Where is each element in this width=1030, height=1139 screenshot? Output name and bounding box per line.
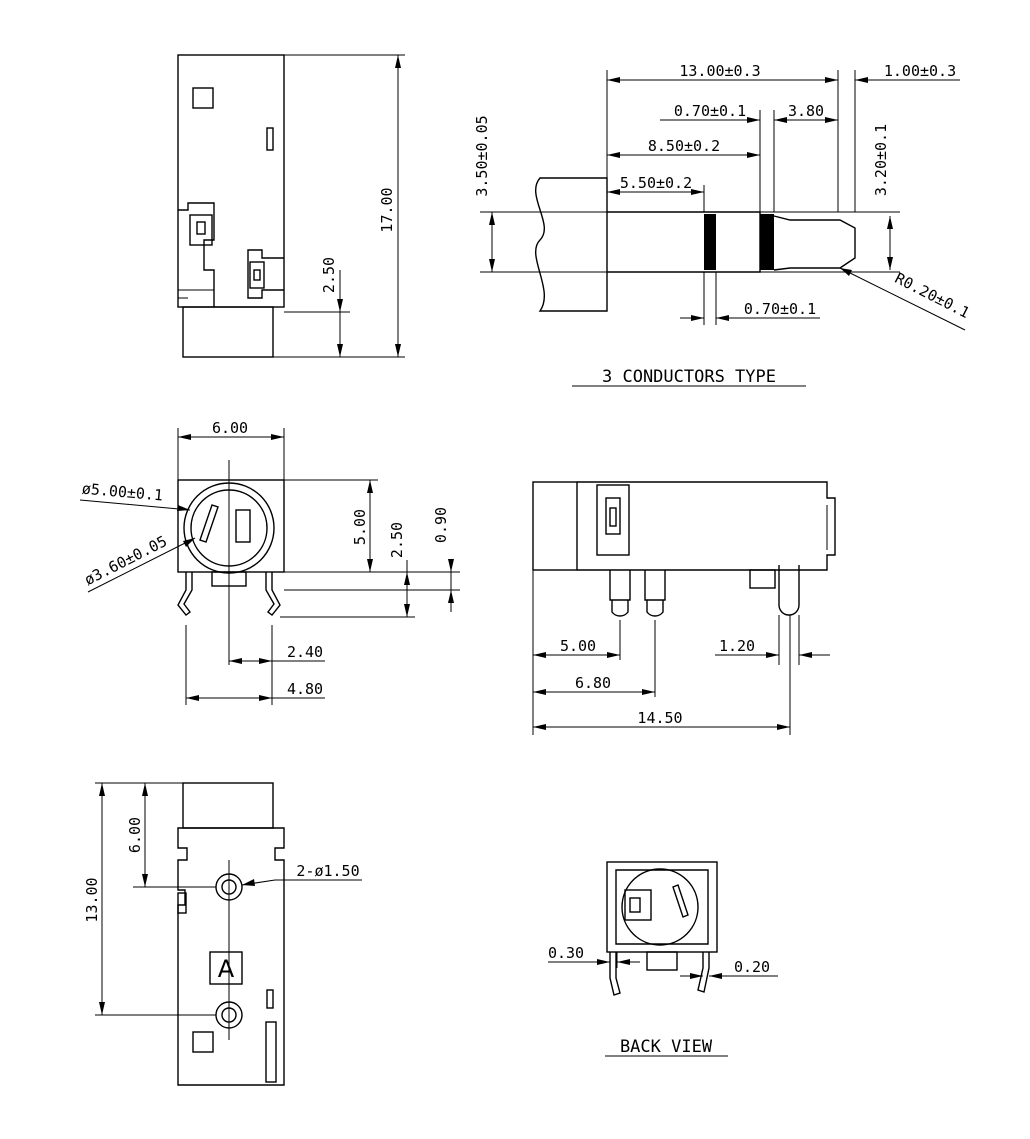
front-pin1-label: 2.40 xyxy=(287,643,323,661)
plug-view: 13.00±0.3 1.00±0.3 0.70±0.1 3.80 8.50±0.… xyxy=(473,62,973,387)
back-left-label: 0.30 xyxy=(548,944,584,962)
bottom-view: A 13.00 6.00 2-ø1.50 xyxy=(83,782,362,1086)
plug-tip-section-label: 3.80 xyxy=(788,102,824,120)
front-inner-dia-label: ø3.60±0.05 xyxy=(81,532,170,589)
front-view: 6.00 ø5.00±0.1 ø3.60±0.05 5.00 2.50 0.90… xyxy=(79,419,460,705)
plug-total-label: 13.00±0.3 xyxy=(679,62,760,80)
front-height-label: 5.00 xyxy=(351,509,369,545)
bottom-hole-pos-label: 6.00 xyxy=(126,817,144,853)
bottom-mark: A xyxy=(218,955,235,983)
lat-pin-width-label: 1.20 xyxy=(719,637,755,655)
side-pin-offset-label: 2.50 xyxy=(320,257,338,293)
plug-caption: 3 CONDUCTORS TYPE xyxy=(602,367,776,387)
front-pin2-label: 4.80 xyxy=(287,680,323,698)
side-view: 17.00 2.50 xyxy=(177,54,405,358)
back-caption: BACK VIEW xyxy=(620,1037,713,1057)
front-width-label: 6.00 xyxy=(212,419,248,437)
plug-tip-dia-label: 3.20±0.1 xyxy=(872,124,890,196)
back-view: 0.30 0.20 BACK VIEW xyxy=(548,861,778,1057)
plug-ring-gap-label: 0.70±0.1 xyxy=(674,102,746,120)
lat-length-label: 14.50 xyxy=(637,709,682,727)
plug-ring-width-label: 0.70±0.1 xyxy=(744,300,816,318)
plug-tip-len-label: 1.00±0.3 xyxy=(884,62,956,80)
plug-first-label: 5.50±0.2 xyxy=(620,174,692,192)
front-small-label: 0.90 xyxy=(432,507,450,543)
bottom-length-label: 13.00 xyxy=(83,877,101,922)
lateral-view: 5.00 6.80 1.20 14.50 xyxy=(532,481,836,735)
front-center-label: 2.50 xyxy=(388,522,406,558)
plug-sleeve-label: 8.50±0.2 xyxy=(648,137,720,155)
lat-pin2-label: 6.80 xyxy=(575,674,611,692)
lat-pin1-label: 5.00 xyxy=(560,637,596,655)
bottom-holes-label: 2-ø1.50 xyxy=(296,862,359,880)
side-height-label: 17.00 xyxy=(378,187,396,232)
back-right-label: 0.20 xyxy=(734,958,770,976)
plug-dia-label: 3.50±0.05 xyxy=(473,115,491,196)
